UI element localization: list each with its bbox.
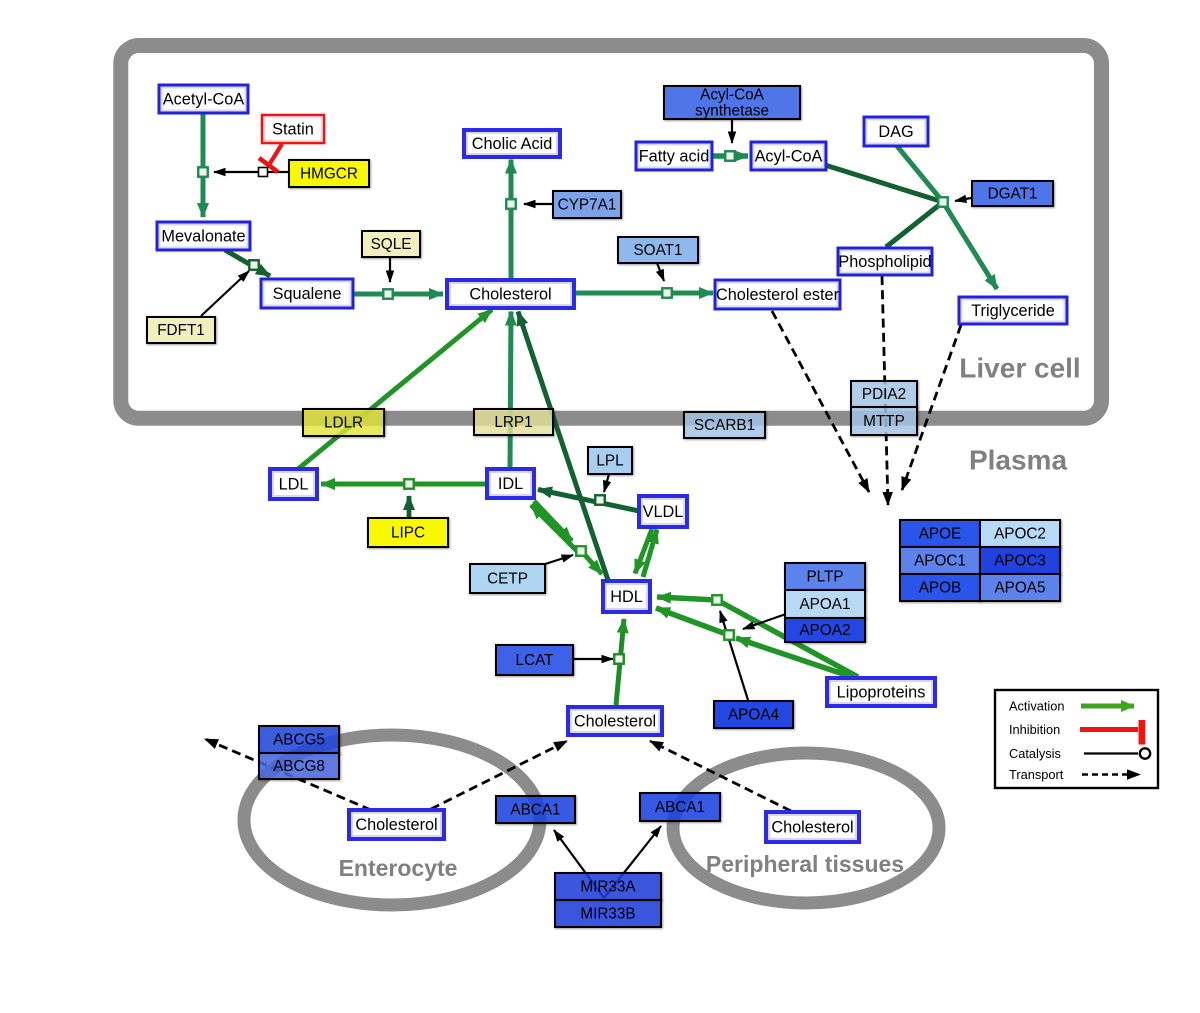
svg-text:Plasma: Plasma — [969, 445, 1067, 476]
svg-text:Transport: Transport — [1009, 767, 1064, 782]
svg-text:ABCA1: ABCA1 — [655, 799, 705, 816]
svg-text:Enterocyte: Enterocyte — [339, 855, 458, 881]
svg-text:MTTP: MTTP — [863, 413, 905, 430]
svg-text:Fatty acid: Fatty acid — [639, 148, 710, 166]
svg-text:Catalysis: Catalysis — [1009, 746, 1061, 761]
svg-text:APOA4: APOA4 — [728, 707, 780, 724]
svg-text:LDL: LDL — [279, 476, 309, 494]
svg-text:Acyl-CoA: Acyl-CoA — [755, 148, 823, 166]
svg-text:DAG: DAG — [878, 123, 913, 141]
svg-text:Activation: Activation — [1009, 699, 1064, 714]
svg-text:LDLR: LDLR — [324, 415, 363, 432]
svg-text:LRP1: LRP1 — [494, 414, 532, 431]
svg-text:LCAT: LCAT — [516, 652, 554, 669]
svg-text:CETP: CETP — [487, 571, 528, 588]
svg-text:Cholesterol ester: Cholesterol ester — [716, 286, 840, 304]
svg-text:Triglyceride: Triglyceride — [971, 302, 1055, 320]
svg-text:CYP7A1: CYP7A1 — [558, 197, 617, 214]
svg-text:APOA5: APOA5 — [994, 580, 1045, 597]
svg-text:APOA2: APOA2 — [799, 622, 850, 639]
svg-text:SCARB1: SCARB1 — [694, 417, 755, 434]
svg-text:SOAT1: SOAT1 — [633, 242, 682, 259]
svg-text:APOE: APOE — [919, 526, 962, 543]
svg-text:ABCA1: ABCA1 — [510, 802, 560, 819]
svg-text:LPL: LPL — [596, 453, 623, 470]
svg-text:APOA1: APOA1 — [799, 596, 850, 613]
svg-text:SQLE: SQLE — [371, 236, 412, 253]
svg-text:APOC3: APOC3 — [994, 553, 1046, 570]
svg-text:APOB: APOB — [919, 580, 962, 597]
svg-text:Cholesterol: Cholesterol — [574, 713, 656, 731]
svg-text:Cholesterol: Cholesterol — [469, 286, 551, 304]
svg-text:ABCG5: ABCG5 — [273, 732, 325, 749]
svg-text:Acetyl-CoA: Acetyl-CoA — [163, 91, 245, 109]
svg-text:Phospholipid: Phospholipid — [838, 253, 931, 271]
svg-text:PLTP: PLTP — [806, 569, 843, 586]
svg-text:LIPC: LIPC — [391, 525, 425, 542]
svg-text:IDL: IDL — [498, 475, 523, 493]
svg-text:APOC2: APOC2 — [994, 526, 1046, 543]
svg-text:Mevalonate: Mevalonate — [161, 228, 245, 246]
svg-text:MIR33B: MIR33B — [580, 906, 635, 923]
svg-text:Inhibition: Inhibition — [1009, 722, 1060, 737]
svg-text:Peripheral tissues: Peripheral tissues — [706, 851, 904, 877]
svg-text:Cholesterol: Cholesterol — [355, 816, 437, 834]
svg-text:Cholesterol: Cholesterol — [771, 819, 853, 837]
svg-text:Squalene: Squalene — [273, 285, 342, 303]
svg-text:DGAT1: DGAT1 — [988, 186, 1038, 203]
svg-text:MIR33A: MIR33A — [580, 879, 636, 896]
svg-text:Statin: Statin — [272, 121, 314, 139]
svg-text:ABCG8: ABCG8 — [273, 758, 325, 775]
svg-text:VLDL: VLDL — [643, 503, 684, 521]
svg-text:HMGCR: HMGCR — [300, 166, 358, 183]
svg-text:Liver cell: Liver cell — [959, 353, 1080, 384]
svg-text:PDIA2: PDIA2 — [862, 386, 906, 403]
svg-text:FDFT1: FDFT1 — [157, 322, 205, 339]
svg-text:HDL: HDL — [610, 588, 643, 606]
svg-text:Lipoproteins: Lipoproteins — [837, 684, 926, 702]
svg-text:APOC1: APOC1 — [914, 553, 966, 570]
svg-text:Cholic Acid: Cholic Acid — [472, 135, 553, 153]
